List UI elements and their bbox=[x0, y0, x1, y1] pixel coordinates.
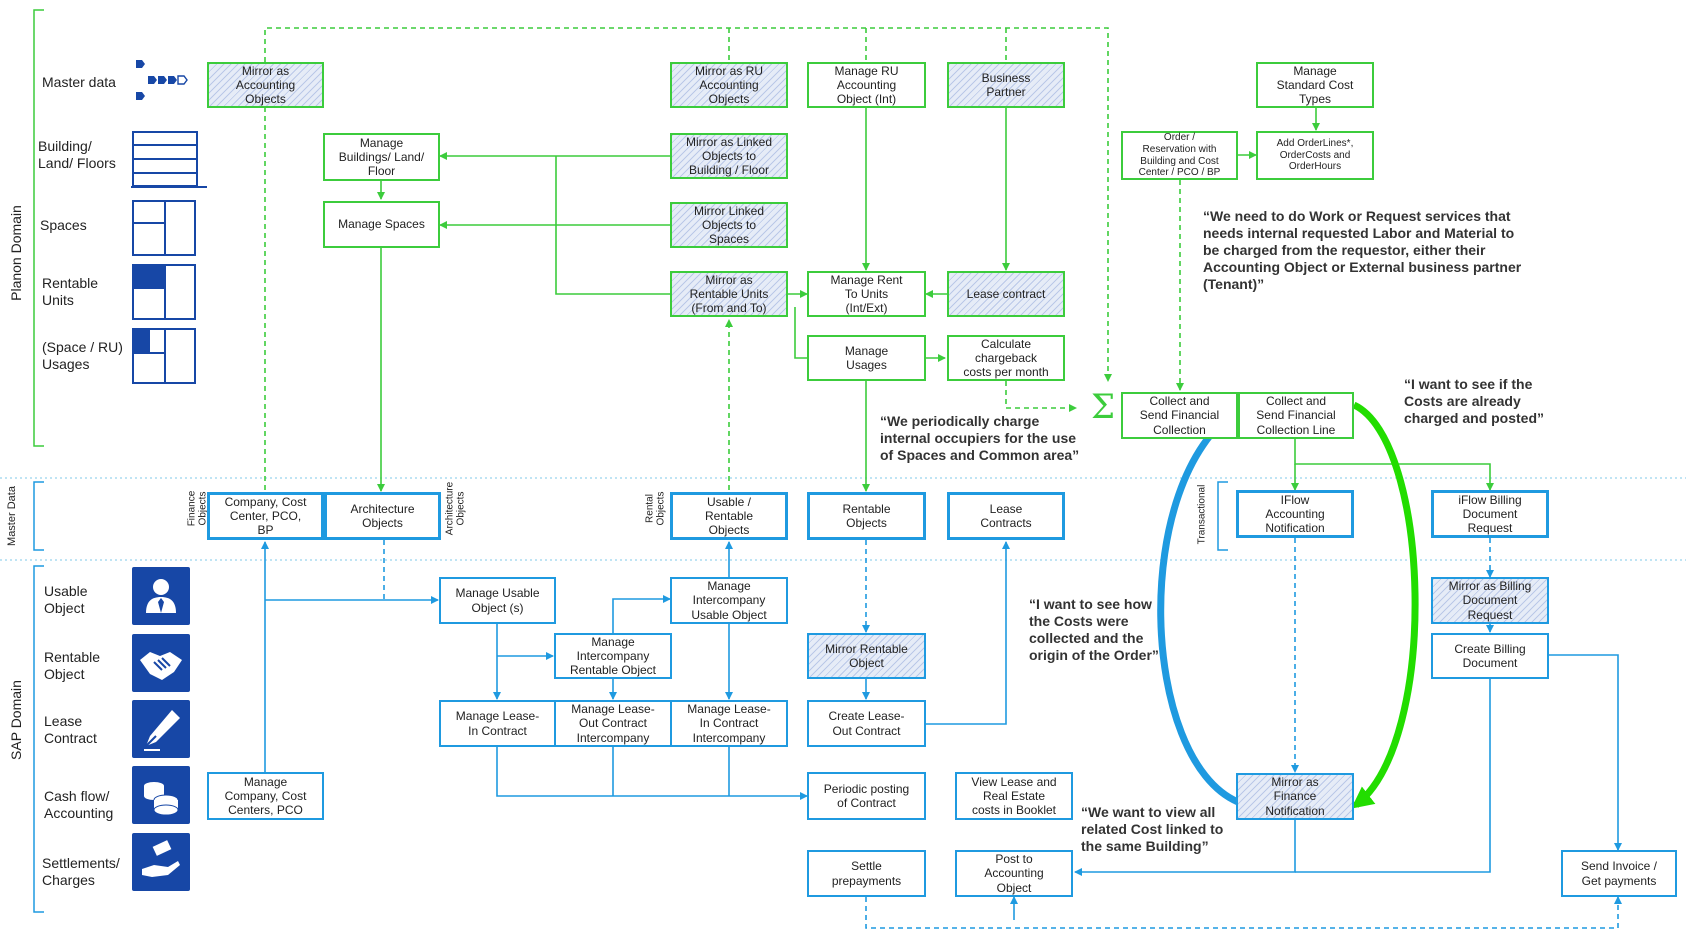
manage-ru-accounting-box: Manage RU Accounting Object (Int) bbox=[807, 62, 926, 108]
quote-work-request: “We need to do Work or Request services … bbox=[1203, 208, 1522, 293]
manage-company-box: Manage Company, Cost Centers, PCO bbox=[207, 772, 324, 820]
label-building: Building/ Land/ Floors bbox=[38, 138, 116, 171]
manage-usable-object-box: Manage Usable Object (s) bbox=[439, 577, 556, 624]
business-partner-box: Business Partner bbox=[947, 62, 1065, 108]
order-reservation-box: Order / Reservation with Building and Co… bbox=[1121, 131, 1238, 180]
connector bbox=[496, 747, 808, 800]
hand-money-icon bbox=[132, 833, 190, 891]
connector bbox=[1548, 654, 1622, 851]
process-chevrons-icon bbox=[136, 60, 188, 100]
add-orderlines-box: Add OrderLines*, OrderCosts and OrderHou… bbox=[1256, 131, 1374, 180]
pen-nib-icon bbox=[132, 700, 190, 758]
connector bbox=[612, 595, 671, 633]
collect-send-line-box: Collect and Send Financial Collection Li… bbox=[1238, 392, 1354, 439]
spaces-grid-icon bbox=[132, 200, 196, 256]
calculate-chargeback-box: Calculate chargeback costs per month bbox=[947, 335, 1065, 381]
connector bbox=[555, 156, 670, 295]
sum-symbol: Σ bbox=[1091, 387, 1116, 427]
finance-objects-label: Finance Objects bbox=[186, 490, 209, 527]
connector bbox=[264, 27, 1112, 382]
label-settlements: Settlements/ Charges bbox=[42, 855, 120, 888]
iflow-accounting-box: IFlow Accounting Notification bbox=[1236, 490, 1354, 538]
mirror-accounting-objects-box: Mirror as Accounting Objects bbox=[207, 62, 324, 108]
collect-send-collection-box: Collect and Send Financial Collection bbox=[1121, 392, 1238, 439]
manage-lease-in-ic-box: Manage Lease- In Contract Intercompany bbox=[670, 700, 788, 747]
usable-rentable-objects-box: Usable / Rentable Objects bbox=[670, 492, 788, 540]
manage-buildings-box: Manage Buildings/ Land/ Floor bbox=[323, 133, 440, 181]
connector bbox=[1005, 381, 1077, 412]
mirror-billing-document-box: Mirror as Billing Document Request bbox=[1431, 577, 1549, 624]
view-lease-costs-box: View Lease and Real Estate costs in Book… bbox=[955, 772, 1073, 820]
manage-spaces-box: Manage Spaces bbox=[323, 201, 440, 248]
manage-usages-box: Manage Usages bbox=[807, 335, 926, 381]
manage-lease-in-box: Manage Lease- In Contract bbox=[439, 700, 556, 747]
connector bbox=[926, 541, 1010, 725]
lease-contracts-box: Lease Contracts bbox=[947, 492, 1065, 540]
sap-bracket bbox=[33, 565, 44, 913]
mirror-finance-notification-box: Mirror as Finance Notification bbox=[1236, 773, 1354, 820]
planon-domain-label: Planon Domain bbox=[8, 205, 24, 301]
rental-objects-label: Rental Objects bbox=[644, 491, 667, 526]
curved-arrow-green bbox=[1351, 401, 1419, 809]
transactional-bracket bbox=[1217, 481, 1228, 551]
create-billing-document-box: Create Billing Document bbox=[1431, 633, 1549, 679]
quote-charged-posted: “I want to see if the Costs are already … bbox=[1404, 376, 1545, 427]
curved-arrow-blue bbox=[1157, 406, 1244, 806]
usages-grid-icon bbox=[132, 328, 196, 384]
label-usages: (Space / RU) Usages bbox=[42, 339, 123, 372]
iflow-billing-box: iFlow Billing Document Request bbox=[1431, 490, 1549, 538]
master-data-label: Master Data bbox=[6, 486, 18, 546]
periodic-posting-box: Periodic posting of Contract bbox=[807, 772, 926, 820]
quote-periodically-charge: “We periodically charge internal occupie… bbox=[880, 413, 1080, 464]
quote-view-related-costs: “We want to view all related Cost linked… bbox=[1081, 804, 1224, 855]
connector bbox=[865, 896, 1622, 929]
planon-bracket bbox=[33, 9, 44, 447]
quote-see-costs-collected: “I want to see how the Costs were collec… bbox=[1029, 596, 1159, 664]
create-lease-out-box: Create Lease- Out Contract bbox=[807, 700, 926, 747]
mirror-rentable-units-box: Mirror as Rentable Units (From and To) bbox=[670, 271, 788, 317]
person-icon bbox=[132, 567, 190, 625]
label-rentable-object: Rentable Object bbox=[44, 649, 101, 682]
connector bbox=[794, 307, 807, 359]
architecture-objects-label: Architecture Objects bbox=[444, 481, 467, 536]
floors-grid-icon bbox=[131, 131, 207, 188]
label-rentable-units: Rentable Units bbox=[42, 275, 99, 308]
post-accounting-object-box: Post to Accounting Object bbox=[955, 850, 1073, 897]
manage-rent-box: Manage Rent To Units (Int/Ext) bbox=[807, 271, 926, 317]
settle-prepayments-box: Settle prepayments bbox=[807, 850, 926, 897]
label-usable-object: Usable Object bbox=[44, 583, 88, 616]
manage-intercompany-rentable-box: Manage Intercompany Rentable Object bbox=[554, 633, 672, 679]
mirror-rentable-object-box: Mirror Rentable Object bbox=[807, 633, 926, 679]
label-lease-contract: Lease Contract bbox=[44, 713, 97, 746]
company-cost-center-box: Company, Cost Center, PCO, BP bbox=[207, 492, 324, 540]
mirror-linked-building-box: Mirror as Linked Objects to Building / F… bbox=[670, 133, 788, 179]
connector bbox=[1295, 679, 1491, 873]
transactional-label: Transactional bbox=[1196, 484, 1208, 545]
label-cash-flow: Cash flow/ Accounting bbox=[44, 788, 114, 821]
label-spaces: Spaces bbox=[40, 217, 87, 233]
manage-lease-out-ic-box: Manage Lease- Out Contract Intercompany bbox=[554, 700, 672, 747]
handshake-icon bbox=[132, 634, 190, 692]
label-master-data: Master data bbox=[42, 74, 116, 90]
manage-standard-cost-box: Manage Standard Cost Types bbox=[1256, 62, 1374, 108]
rentable-objects-box: Rentable Objects bbox=[807, 492, 926, 540]
send-invoice-box: Send Invoice / Get payments bbox=[1561, 850, 1677, 897]
sap-domain-label: SAP Domain bbox=[8, 680, 24, 760]
lease-contract-planon-box: Lease contract bbox=[947, 271, 1065, 317]
mirror-ru-accounting-box: Mirror as RU Accounting Objects bbox=[670, 62, 788, 108]
rentable-units-icon bbox=[132, 264, 196, 320]
coins-icon bbox=[132, 766, 190, 824]
master-bracket bbox=[33, 481, 44, 551]
architecture-objects-box: Architecture Objects bbox=[324, 492, 441, 540]
manage-intercompany-usable-box: Manage Intercompany Usable Object bbox=[670, 577, 788, 624]
mirror-linked-spaces-box: Mirror Linked Objects to Spaces bbox=[670, 202, 788, 248]
